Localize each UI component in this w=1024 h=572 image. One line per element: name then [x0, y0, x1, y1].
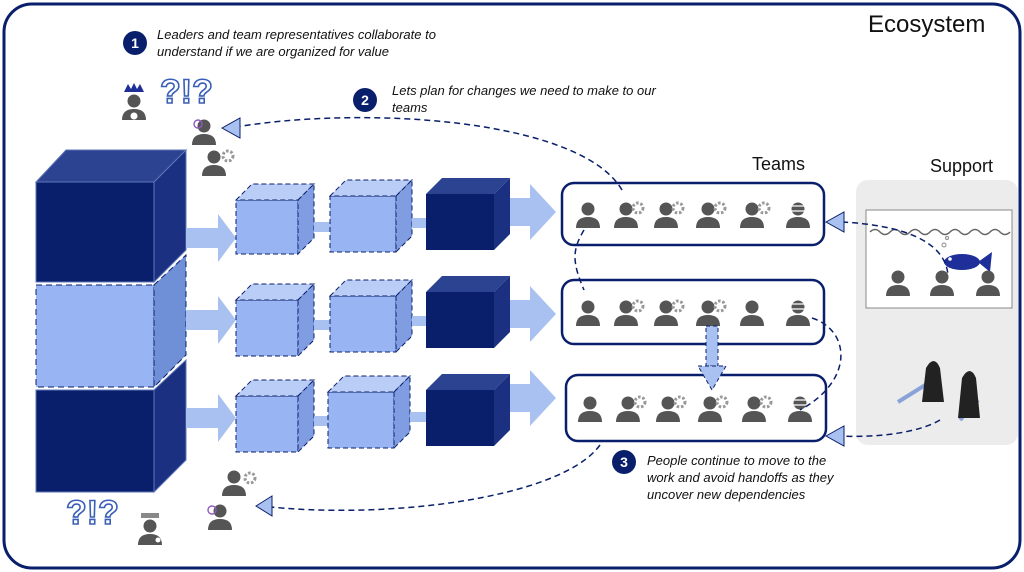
svg-text:3: 3: [620, 454, 628, 470]
support-arrow-bottom: [839, 419, 941, 438]
question-marks-top: ?!?: [160, 73, 213, 111]
question-marks-bottom: ?!?: [66, 494, 119, 532]
support-arrow-top: [841, 221, 949, 276]
return-arrow-head: [255, 495, 273, 517]
ecosystem-title: Ecosystem: [868, 11, 986, 38]
svg-text:2: 2: [361, 92, 369, 108]
teams-label: Teams: [752, 154, 806, 174]
pipeline-row-1: [186, 178, 556, 262]
leader-rep-top-icon: [192, 119, 235, 176]
support-arrow-top-head: [824, 211, 845, 233]
step-badge-3: 3: [612, 450, 636, 474]
step-3-text: People continue to move to the work and …: [647, 453, 834, 502]
step-badge-1: 1: [123, 31, 147, 55]
big-cube-bottom: [35, 358, 187, 494]
move-arrow-down: [697, 325, 727, 391]
leader-rep-bottom-icon: [207, 470, 257, 530]
big-cube-middle: [35, 253, 187, 389]
support-arrow-bottom-head: [824, 425, 845, 447]
svg-text:1: 1: [131, 35, 139, 51]
return-arrow: [261, 444, 601, 512]
team-box-3: [564, 373, 828, 443]
step-2-text: Lets plan for changes we need to make to…: [392, 83, 656, 115]
pipeline-row-2: [186, 276, 556, 358]
big-cube-top: [34, 148, 188, 284]
step-1-text: Leaders and team representatives collabo…: [157, 27, 436, 59]
support-label: Support: [930, 156, 994, 176]
step-badge-2: 2: [353, 88, 377, 112]
water-wave: [869, 228, 1011, 236]
team-box-2: [560, 278, 826, 346]
leader-king-icon: [122, 83, 146, 120]
plan-arrow: [229, 116, 623, 191]
jedi-figures-icon: [896, 361, 980, 422]
fish-icon: [941, 236, 992, 272]
support-arrow-middle: [799, 317, 842, 411]
pipeline-row-3: [186, 370, 556, 454]
swap-arrow-rows-1-2: [574, 229, 585, 291]
leader-officer-icon: [138, 513, 162, 545]
plan-arrow-head: [220, 117, 241, 139]
team-box-1: [560, 181, 826, 247]
